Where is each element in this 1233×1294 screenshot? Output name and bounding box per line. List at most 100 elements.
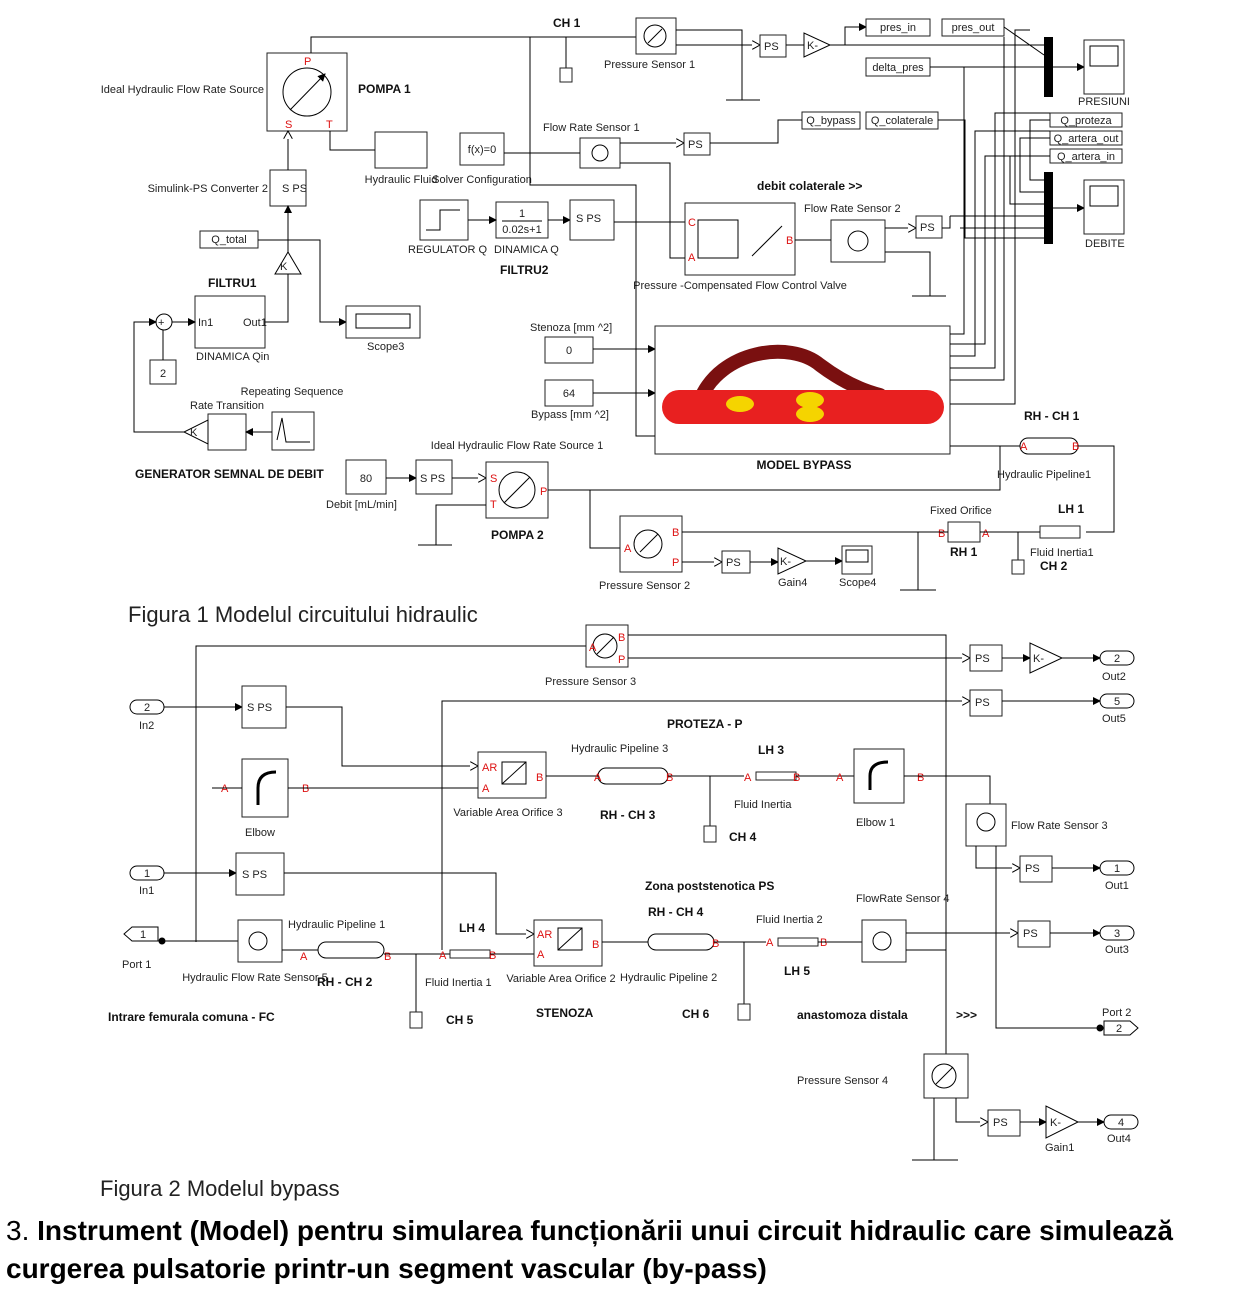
simulink-ps-converter-4[interactable] bbox=[415, 459, 453, 495]
out3-port[interactable] bbox=[1099, 925, 1135, 941]
svg-text:P: P bbox=[540, 486, 547, 498]
regulator-q[interactable] bbox=[419, 199, 469, 241]
rate-transition[interactable] bbox=[207, 413, 247, 451]
svg-text:2: 2 bbox=[1114, 653, 1120, 665]
fluid-inertia-lh4[interactable] bbox=[449, 949, 491, 959]
flow-rate-sensor-2[interactable] bbox=[830, 219, 886, 263]
svg-text:LH 1: LH 1 bbox=[1058, 502, 1084, 516]
svg-text:Elbow: Elbow bbox=[245, 827, 275, 839]
fixed-orifice[interactable] bbox=[947, 521, 981, 543]
svg-text:>>>: >>> bbox=[956, 1008, 977, 1022]
bypass-constant[interactable] bbox=[544, 379, 594, 407]
svg-text:AR: AR bbox=[537, 929, 552, 941]
bypass-vessel bbox=[693, 344, 887, 407]
fluid-inertia-lh5[interactable] bbox=[777, 937, 819, 947]
out4-port[interactable] bbox=[1103, 1114, 1139, 1130]
svg-text:S PS: S PS bbox=[282, 183, 307, 195]
pressure-sensor-4[interactable] bbox=[923, 1053, 969, 1099]
fluid-inertia-lh3[interactable] bbox=[755, 771, 797, 781]
hydraulic-pipeline-1[interactable] bbox=[1019, 437, 1079, 455]
fluid-inertia-1[interactable] bbox=[1039, 525, 1081, 539]
out2-port[interactable] bbox=[1099, 650, 1135, 666]
svg-text:B: B bbox=[302, 783, 309, 795]
svg-text:pres_out: pres_out bbox=[952, 22, 995, 34]
ps-converter-out4 bbox=[987, 1109, 1021, 1137]
ch1-chamber bbox=[559, 67, 573, 83]
svg-text:K-: K- bbox=[1033, 653, 1044, 665]
pressure-sensor-1-label: Pressure Sensor 1 bbox=[604, 59, 695, 71]
pressure-sensor-1[interactable] bbox=[635, 17, 677, 55]
svg-text:Variable Area Orifice 2: Variable Area Orifice 2 bbox=[506, 973, 615, 985]
svg-text:P: P bbox=[304, 56, 311, 68]
hydraulic-pipeline-2[interactable] bbox=[647, 933, 715, 951]
svg-text:1: 1 bbox=[519, 208, 525, 220]
dinamica-qin[interactable] bbox=[194, 295, 266, 349]
svg-text:PRESIUNI: PRESIUNI bbox=[1078, 96, 1130, 108]
debit-constant[interactable] bbox=[345, 459, 387, 495]
svg-text:A: A bbox=[537, 949, 545, 961]
svg-text:Q_artera_in: Q_artera_in bbox=[1057, 151, 1115, 163]
hydraulic-fluid[interactable] bbox=[374, 131, 428, 169]
simulink-ps-in1[interactable] bbox=[235, 852, 285, 896]
ps-converter-4 bbox=[915, 215, 943, 239]
flow-rate-sensor-1-label: Flow Rate Sensor 1 bbox=[543, 122, 640, 134]
svg-text:CH 6: CH 6 bbox=[682, 1007, 710, 1021]
svg-text:1: 1 bbox=[1114, 863, 1120, 875]
svg-text:A: A bbox=[836, 772, 844, 784]
svg-text:A: A bbox=[688, 252, 696, 264]
flow-rate-sensor-3[interactable] bbox=[965, 803, 1007, 847]
scope4[interactable] bbox=[841, 545, 873, 575]
simulink-diagrams: P S T Ideal Hydraulic Flow Rate Source P… bbox=[100, 16, 1139, 1201]
hydraulic-pipeline-3[interactable] bbox=[597, 767, 669, 785]
svg-text:1: 1 bbox=[144, 868, 150, 880]
svg-text:5: 5 bbox=[1114, 696, 1120, 708]
ch6-chamber bbox=[737, 1003, 751, 1021]
svg-text:A: A bbox=[766, 937, 774, 949]
svg-text:PS: PS bbox=[764, 41, 779, 53]
pressure-compensated-valve[interactable] bbox=[684, 202, 796, 276]
svg-text:pres_in: pres_in bbox=[880, 22, 916, 34]
svg-text:K-: K- bbox=[1050, 1117, 1061, 1129]
svg-text:0: 0 bbox=[566, 345, 572, 357]
svg-text:Simulink-PS Converter 2: Simulink-PS Converter 2 bbox=[148, 183, 268, 195]
svg-text:A: A bbox=[1020, 441, 1028, 453]
repeating-sequence[interactable] bbox=[271, 411, 315, 451]
svg-text:K: K bbox=[190, 427, 198, 439]
gain-filtru1 bbox=[274, 251, 302, 275]
hydraulic-pipeline-1b[interactable] bbox=[317, 941, 385, 959]
svg-text:S PS: S PS bbox=[576, 213, 601, 225]
elbow[interactable] bbox=[241, 758, 289, 818]
svg-text:Q_total: Q_total bbox=[211, 234, 246, 246]
solver-configuration[interactable] bbox=[459, 132, 505, 166]
svg-text:Hydraulic Pipeline 3: Hydraulic Pipeline 3 bbox=[571, 743, 668, 755]
out1-port[interactable] bbox=[1099, 860, 1135, 876]
flow-rate-sensor-4[interactable] bbox=[861, 919, 907, 963]
svg-text:RH - CH 2: RH - CH 2 bbox=[317, 975, 373, 989]
svg-text:B: B bbox=[536, 772, 543, 784]
section-number: 3. bbox=[6, 1215, 30, 1246]
svg-text:Out3: Out3 bbox=[1105, 944, 1129, 956]
svg-text:FILTRU2: FILTRU2 bbox=[500, 263, 549, 277]
dinamica-q[interactable] bbox=[495, 201, 549, 239]
svg-text:B: B bbox=[618, 632, 625, 644]
elbow-1[interactable] bbox=[853, 748, 905, 804]
port1-connector[interactable] bbox=[123, 926, 159, 942]
hydraulic-flow-rate-sensor-5[interactable] bbox=[237, 919, 283, 963]
stenoza-constant[interactable] bbox=[544, 336, 594, 364]
svg-text:Rate Transition: Rate Transition bbox=[190, 400, 264, 412]
out5-port[interactable] bbox=[1099, 693, 1135, 709]
simulink-ps-converter-3[interactable] bbox=[569, 199, 615, 241]
port2-connector[interactable] bbox=[1103, 1020, 1139, 1036]
svg-text:RH - CH 1: RH - CH 1 bbox=[1024, 409, 1080, 423]
svg-text:Out4: Out4 bbox=[1107, 1133, 1131, 1145]
pressure-sensor-2[interactable] bbox=[619, 515, 683, 573]
scope3[interactable] bbox=[345, 305, 421, 339]
svg-text:S PS: S PS bbox=[420, 473, 445, 485]
flow-rate-sensor-1[interactable] bbox=[579, 137, 621, 169]
svg-text:2: 2 bbox=[1116, 1023, 1122, 1035]
constant-2[interactable] bbox=[149, 359, 177, 385]
svg-text:B: B bbox=[672, 527, 679, 539]
svg-text:2: 2 bbox=[160, 368, 166, 380]
figure-1: P S T Ideal Hydraulic Flow Rate Source P… bbox=[101, 16, 1130, 627]
svg-text:0.02s+1: 0.02s+1 bbox=[502, 224, 541, 236]
